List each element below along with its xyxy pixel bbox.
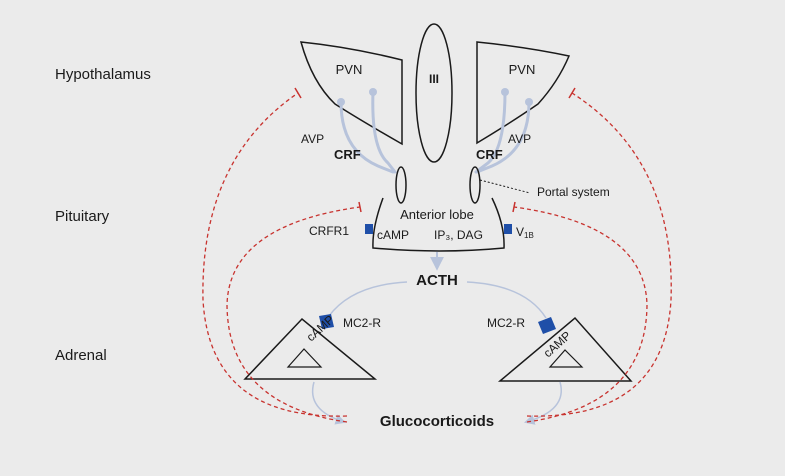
neuron-body-left-2 bbox=[369, 88, 377, 96]
anterior-lobe-label: Anterior lobe bbox=[400, 207, 474, 222]
portal-leader-line bbox=[479, 179, 531, 194]
mc2r-left-label: MC2-R bbox=[343, 316, 381, 330]
adrenal-right-inner bbox=[548, 349, 584, 368]
crf-right-label: CRF bbox=[476, 147, 503, 162]
portal-system-label: Portal system bbox=[537, 185, 610, 199]
adrenal-right-gluco-arrow bbox=[523, 381, 562, 425]
adrenal-right-shape bbox=[497, 316, 633, 382]
ip3-dag-label: IP₃, DAG bbox=[434, 228, 483, 242]
neuron-body-left-1 bbox=[337, 98, 345, 106]
acth-arc-left bbox=[328, 281, 408, 317]
pvn-left-label: PVN bbox=[336, 62, 363, 77]
neuron-body-right-2 bbox=[501, 88, 509, 96]
third-ventricle-shape bbox=[415, 23, 453, 163]
acth-arc-right bbox=[466, 281, 547, 319]
adrenal-label: Adrenal bbox=[55, 347, 107, 364]
feedback-inner-left bbox=[226, 206, 361, 423]
feedback-inner-right bbox=[513, 206, 648, 423]
adrenal-left-gluco-arrow bbox=[311, 381, 347, 425]
acth-label: ACTH bbox=[416, 272, 458, 289]
feedback-inhibition-bars bbox=[294, 87, 576, 213]
feedback-loops bbox=[202, 92, 672, 423]
pituitary-label: Pituitary bbox=[55, 208, 110, 225]
neurons-right bbox=[474, 88, 533, 174]
portal-vessel-left bbox=[395, 166, 407, 204]
mc2r-left-receptor bbox=[319, 314, 334, 329]
mc2r-right-label: MC2-R bbox=[487, 316, 525, 330]
pvn-right-shape bbox=[476, 41, 571, 145]
avp-right-label: AVP bbox=[508, 132, 531, 146]
feedback-outer-left bbox=[202, 92, 348, 417]
neurons-left bbox=[337, 88, 397, 174]
v1b-label: V1B bbox=[516, 225, 534, 240]
mc2r-right-receptor bbox=[538, 317, 556, 334]
v1b-receptor bbox=[504, 224, 512, 234]
feedback-outer-right bbox=[526, 92, 672, 417]
crf-left-label: CRF bbox=[334, 147, 361, 162]
glucocorticoids-label: Glucocorticoids bbox=[380, 413, 494, 430]
anterior-lobe-shape bbox=[372, 197, 505, 252]
third-ventricle-label: III bbox=[429, 72, 439, 86]
portal-vessel-right bbox=[469, 166, 481, 204]
adrenal-left-shape bbox=[243, 317, 378, 380]
pvn-left-shape bbox=[299, 41, 403, 146]
crfr1-label: CRFR1 bbox=[309, 224, 349, 238]
pvn-right-label: PVN bbox=[509, 62, 536, 77]
neuron-body-right-1 bbox=[525, 98, 533, 106]
crfr1-receptor bbox=[365, 224, 373, 234]
camp-pituitary-label: cAMP bbox=[377, 228, 409, 242]
avp-left-label: AVP bbox=[301, 132, 324, 146]
adrenal-left-inner bbox=[286, 348, 323, 368]
hypothalamus-label: Hypothalamus bbox=[55, 66, 151, 83]
